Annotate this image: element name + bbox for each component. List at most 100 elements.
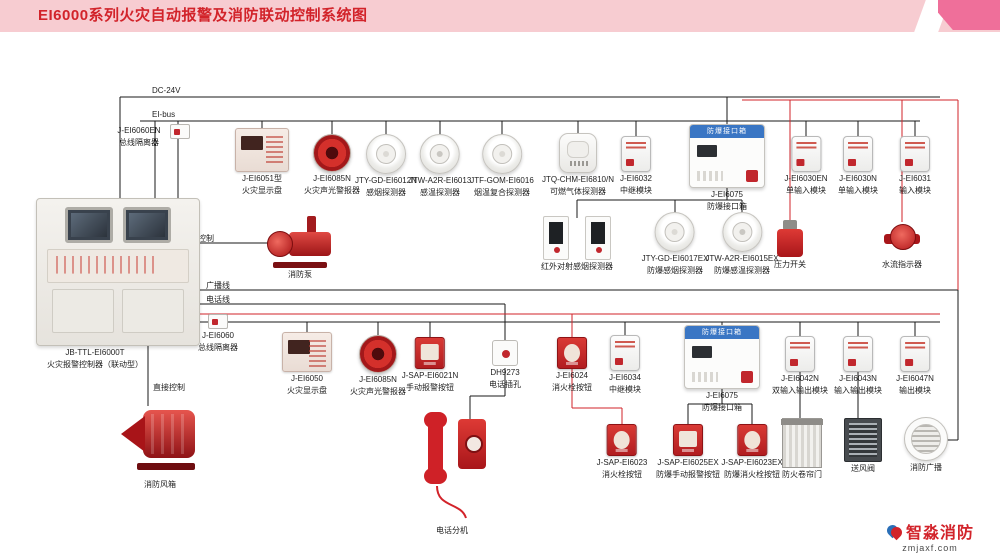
bus-isolator-icon (170, 124, 190, 139)
device-relay-module-top: J-EI6032 中继模块 (620, 136, 652, 197)
relay-module-icon (621, 136, 651, 172)
bus-isolator-icon (208, 314, 228, 329)
console-button-panel (47, 249, 189, 283)
device-name: 烟温复合探测器 (473, 188, 530, 198)
device-io-module: J-EI6043N 输入输出模块 (834, 336, 882, 397)
device-model: J-EI6051型 (241, 174, 283, 183)
phone-wall-unit (458, 419, 486, 469)
expbox-screen (697, 145, 717, 157)
device-ex-smoke-detector: JTY-GD-EI6017EX 防爆感烟探测器 (642, 212, 708, 277)
device-model: JTY-GD-EI6012N (355, 176, 417, 185)
device-model: JB-TTL-EI6000T (65, 348, 125, 357)
gas-detector-icon (558, 133, 597, 173)
device-name: 防爆接口箱 (707, 202, 747, 212)
device-phone-jack: DH9273 电话插孔 (489, 340, 521, 391)
device-input-module-6031: J-EI6031 输入模块 (899, 136, 931, 197)
device-sounder-top: J-EI6085N 火灾声光警报器 (304, 134, 360, 197)
beam-unit (585, 216, 611, 260)
device-fire-broadcast-speaker: 消防广播 (904, 417, 948, 473)
flame-icon (886, 522, 902, 540)
device-name: 总线隔离器 (198, 343, 238, 353)
device-ex-hydrant-button: J-SAP-EI6023EX 防爆消火栓按钮 (721, 424, 783, 481)
relay-module-icon (610, 335, 640, 371)
device-bus-isolator-mid: J-EI6060 总线隔离器 (198, 314, 238, 354)
pressure-switch-icon (775, 220, 805, 258)
device-model: J-EI6085N (313, 174, 351, 183)
hydrant-button-icon (557, 337, 587, 369)
device-model: JTW-A2R-EI6015EX (705, 254, 779, 263)
device-fire-display-bottom: J-EI6050 火灾显示盘 (282, 332, 332, 397)
device-name: 单输入模块 (785, 186, 826, 196)
input-module-icon (900, 136, 930, 172)
device-name: 感烟探测器 (365, 188, 406, 198)
combo-detector-icon (481, 134, 522, 174)
device-model: J-SAP-EI6023 (596, 458, 648, 467)
device-model: J-EI6050 (290, 374, 324, 383)
air-damper-icon (844, 418, 882, 462)
device-model: J-EI6085N (359, 375, 397, 384)
device-name: 火灾显示盘 (242, 186, 282, 196)
device-ex-manual-call-point: J-SAP-EI6025EX 防爆手动报警按钮 (656, 424, 720, 481)
fire-fan-icon (121, 406, 199, 478)
device-model: J-SAP-EI6025EX (657, 458, 719, 467)
device-name: 消防广播 (910, 463, 942, 472)
device-model: J-EI6032 (619, 174, 653, 183)
pump-pipe (307, 216, 316, 236)
device-telephone-extension-label: 电话分机 (436, 526, 468, 536)
device-model: J-EI6047N (896, 374, 934, 383)
device-name: 火灾声光警报器 (350, 387, 406, 397)
device-name: 防爆手动报警按钮 (656, 470, 720, 480)
dc24v-label: DC-24V (152, 86, 181, 95)
device-name: 防火卷帘门 (782, 470, 822, 479)
device-name: 火灾显示盘 (287, 386, 327, 396)
device-model: JTQ-CHM-EI6810/N (541, 175, 615, 184)
device-name: 电话插孔 (489, 380, 521, 390)
device-name: 手动报警按钮 (406, 383, 454, 393)
manual-call-point-icon (415, 337, 445, 369)
console-cabinet-doors (37, 289, 199, 333)
device-name: 输入输出模块 (834, 386, 882, 396)
console-monitors (37, 199, 199, 243)
expbox-keys (692, 372, 718, 382)
device-alarm-controller-label: JB-TTL-EI6000T 火灾报警控制器（联动型） (47, 348, 143, 371)
pump-base (273, 262, 327, 268)
device-heat-detector: JTW-A2R-EI6013 感温探测器 (409, 134, 471, 199)
device-dual-io-module: J-EI6042N 双输入输出模块 (772, 336, 828, 397)
device-manual-call-point: J-SAP-EI6021N 手动报警按钮 (402, 337, 458, 394)
device-smoke-detector: JTY-GD-EI6012N 感烟探测器 (355, 134, 417, 199)
expbox-keys (697, 171, 723, 181)
device-fire-display-top: J-EI6051型 火灾显示盘 (235, 128, 289, 197)
device-name: 电话分机 (436, 526, 468, 535)
header-bar: EI6000系列火灾自动报警及消防联动控制系统图 (0, 0, 1000, 32)
ex-heat-detector-icon (722, 212, 762, 252)
device-single-input-module-en: J-EI6030EN 单输入模块 (784, 136, 828, 197)
brand-logo: 智淼消防 zmjaxf.com (886, 519, 974, 553)
heat-detector-icon (419, 134, 460, 174)
ex-manual-call-point-icon (673, 424, 703, 456)
fan-base (137, 463, 195, 470)
fire-pump-icon (267, 216, 333, 268)
device-hydrant-button-module: J-EI6024 消火栓按钮 (552, 337, 592, 394)
device-pressure-switch: 压力开关 (774, 220, 806, 270)
device-name: 送风阀 (851, 464, 875, 473)
device-expbox-top: 防爆接口箱 J-EI6075 防爆接口箱 (689, 124, 765, 213)
ex-smoke-detector-icon (655, 212, 695, 252)
device-model: J-SAP-EI6021N (401, 371, 459, 380)
device-model: J-EI6034 (608, 373, 642, 382)
device-relay-module-bottom: J-EI6034 中继模块 (609, 335, 641, 396)
device-model: J-EI6030EN (784, 174, 828, 183)
device-beam-detector: 红外对射感烟探测器 (541, 216, 613, 272)
device-name: 输入模块 (899, 186, 931, 196)
expbox-logo-mark (746, 170, 758, 182)
device-water-flow-indicator: 水流指示器 (882, 222, 922, 270)
water-flow-icon (882, 222, 922, 258)
device-single-input-module-n: J-EI6030N 单输入模块 (838, 136, 878, 197)
device-name: 感温探测器 (419, 188, 460, 198)
device-sounder-bottom: J-EI6085N 火灾声光警报器 (350, 335, 406, 398)
device-model: DH9273 (490, 368, 520, 377)
speaker-icon (904, 417, 948, 461)
sounder-strobe-icon (313, 134, 351, 172)
device-name: 双输入输出模块 (772, 386, 828, 396)
pump-head (267, 231, 293, 257)
device-fire-fan: 消防风箱 (121, 406, 199, 490)
